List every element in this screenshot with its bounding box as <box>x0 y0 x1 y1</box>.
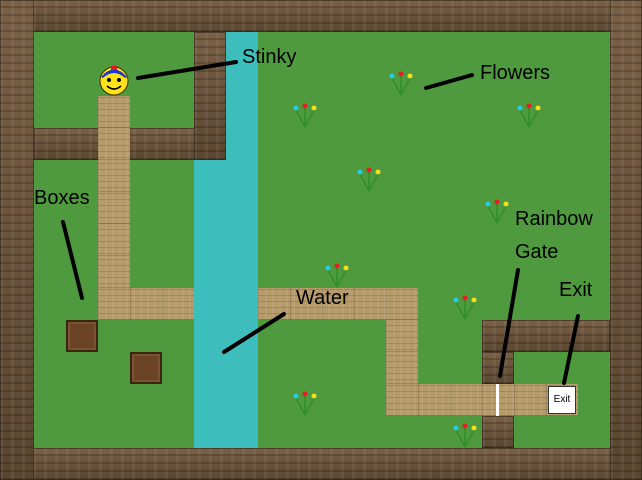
boxes-pointer-line <box>61 220 84 300</box>
stinky-pointer-line <box>136 60 238 80</box>
wall-inner-upper-column <box>194 32 226 160</box>
wall-top <box>0 0 642 32</box>
wall-inner-gate-lower <box>482 416 514 448</box>
label-flowers: Flowers <box>480 62 551 84</box>
flower-icon <box>293 391 317 416</box>
exit-pointer-line <box>562 314 580 385</box>
flower-icon <box>357 167 381 192</box>
wall-right <box>610 0 642 480</box>
water-pointer-line <box>222 312 286 354</box>
wall-bottom <box>0 448 642 480</box>
flower-icon <box>453 295 477 320</box>
label-water: Water <box>296 287 349 309</box>
flower-icon <box>453 423 477 448</box>
rainbow-gate-icon[interactable] <box>496 384 499 416</box>
flowers-pointer-line <box>424 73 474 90</box>
wall-inner-gate-left <box>482 352 514 384</box>
flower-icon <box>389 71 413 96</box>
water-channel <box>194 160 258 448</box>
box-icon[interactable] <box>66 320 98 352</box>
smiley-face-icon[interactable] <box>98 64 130 96</box>
gate-pointer-line <box>498 268 520 378</box>
wall-inner-right-shelf <box>482 320 610 352</box>
wall-left <box>0 0 34 480</box>
flower-icon <box>517 103 541 128</box>
label-boxes: Boxes <box>34 187 90 209</box>
path-horizontal-exit <box>386 384 578 416</box>
path-vertical-left <box>98 96 130 320</box>
label-stinky: Stinky <box>242 46 297 68</box>
box-icon[interactable] <box>130 352 162 384</box>
path-horizontal-left <box>98 288 194 320</box>
flower-icon <box>325 263 349 288</box>
label-exit: Exit <box>559 279 593 301</box>
flower-icon <box>293 103 317 128</box>
label-gate: Gate <box>515 241 559 263</box>
water-channel-upper <box>226 32 258 160</box>
flower-icon <box>485 199 509 224</box>
label-rainbow: Rainbow <box>515 208 593 230</box>
exit-tile-icon[interactable]: Exit <box>548 386 576 414</box>
